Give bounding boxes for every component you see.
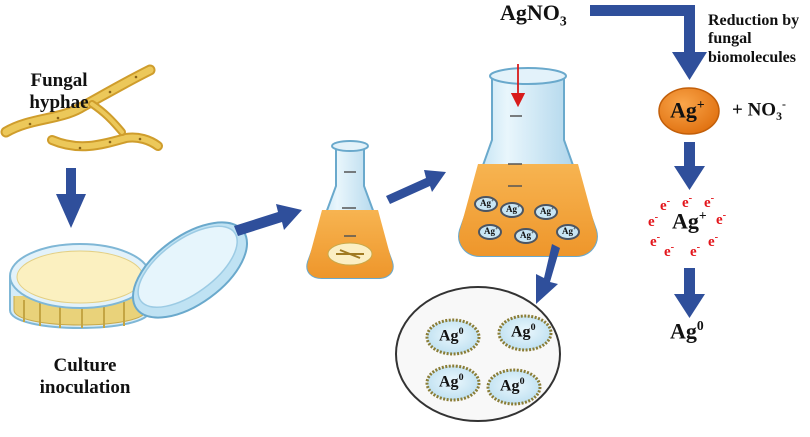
agno3-sub: 3	[559, 13, 567, 29]
flask-particle-label: Ag+	[562, 226, 577, 236]
no3-sub: 3	[776, 110, 782, 124]
nanoparticle-label: Ag0	[439, 326, 464, 345]
nanoparticle-label: Ag0	[439, 372, 464, 391]
ag-plus-main: Ag	[670, 97, 697, 123]
no3-label: + NO3-	[732, 98, 786, 124]
culture-inoculation-label: Culture inoculation	[30, 355, 140, 399]
flask-ag-particles	[474, 196, 580, 244]
electron: e-	[708, 232, 719, 250]
electron: e-	[664, 242, 675, 260]
flask-particle-label: Ag+	[540, 206, 555, 216]
arrow-to-electron-state	[674, 142, 705, 190]
flask-particle-label: Ag+	[520, 230, 535, 240]
agno3-main: AgNO	[500, 0, 560, 25]
electron: e-	[716, 210, 727, 228]
electron: e-	[682, 193, 693, 211]
ag0-sup: 0	[696, 318, 704, 333]
reduction-line3: biomolecules	[708, 48, 796, 66]
ag-plus-label: Ag+	[670, 97, 705, 123]
no3-sup: -	[781, 98, 786, 111]
agno3-label: AgNO3	[500, 0, 567, 29]
ag0-label: Ag0	[670, 318, 704, 344]
agno3-bent-arrow	[590, 5, 707, 80]
ag-ion-main: Ag	[672, 208, 699, 234]
electron: e-	[690, 242, 701, 260]
petri-dish-image	[9, 221, 249, 329]
large-flask-image	[458, 64, 598, 257]
arrow-down-to-petri	[56, 168, 86, 228]
ag-ion-label: Ag+	[672, 208, 707, 234]
no3-prefix: + NO	[732, 99, 777, 121]
flask-particle-label: Ag+	[484, 226, 499, 236]
reduction-label: Reduction by fungal biomolecules	[708, 12, 799, 67]
electron: e-	[650, 232, 661, 250]
flask-particle-label: Ag+	[506, 204, 521, 214]
flask-particle-label: Ag+	[480, 198, 495, 208]
fungal-hyphae-line1: Fungal	[30, 70, 88, 91]
ag-plus-sup: +	[696, 97, 705, 112]
electron: e-	[660, 196, 671, 214]
fungal-hyphae-label: Fungal hyphae	[24, 70, 94, 114]
arrow-to-nanoparticle-plate	[536, 244, 560, 304]
arrow-to-ag0	[674, 268, 705, 318]
nanoparticle-label: Ag0	[500, 376, 525, 395]
ag-ion-sup: +	[698, 208, 707, 223]
culture-line1: Culture	[53, 355, 117, 376]
electron: e-	[648, 212, 659, 230]
ag-plus-ion-sphere	[658, 87, 720, 135]
culture-line2: inoculation	[39, 376, 131, 398]
nanoparticle-plate-image	[395, 286, 561, 422]
reduction-line1: Reduction by	[708, 12, 800, 29]
arrow-to-small-flask	[234, 204, 302, 236]
small-flask-image	[306, 140, 394, 279]
arrow-to-large-flask	[386, 170, 446, 204]
reduction-line2: fungal	[708, 30, 752, 48]
ag0-main: Ag	[670, 318, 697, 344]
fungal-hyphae-image	[0, 64, 163, 152]
nanoparticle-label: Ag0	[511, 322, 536, 341]
electron: e-	[704, 193, 715, 211]
fungal-hyphae-line2: hyphae	[29, 91, 89, 113]
